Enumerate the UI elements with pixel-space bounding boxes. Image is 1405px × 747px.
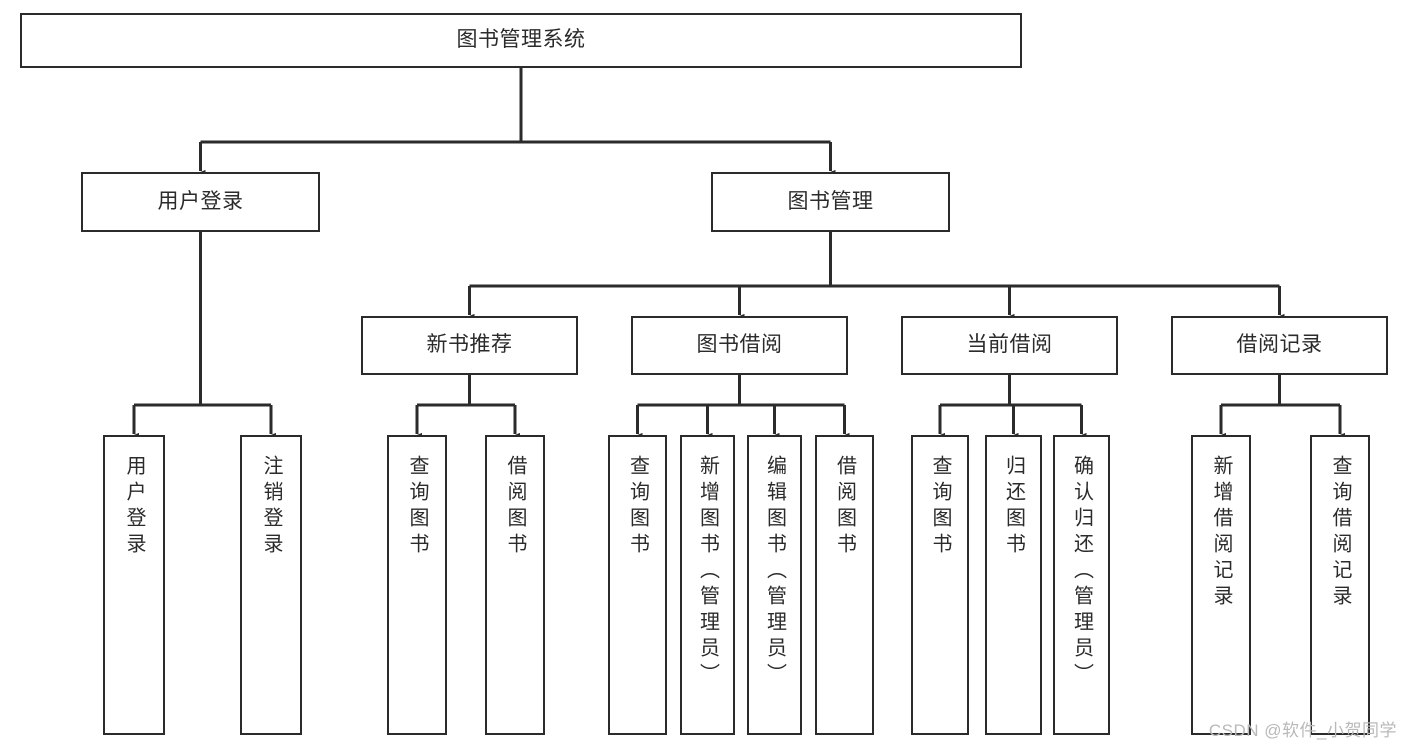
- node-leaf-confirm-return-admin[interactable]: 确认归还（管理员）: [1053, 435, 1110, 735]
- node-user-login-module-label: 用户登录: [157, 189, 244, 213]
- node-leaf-add-book-admin[interactable]: 新增图书（管理员）: [680, 435, 735, 735]
- node-borrow-record-label: 借阅记录: [1236, 333, 1323, 357]
- node-user-login-module[interactable]: 用户登录: [81, 172, 320, 232]
- node-leaf-edit-book-admin[interactable]: 编辑图书（管理员）: [747, 435, 802, 735]
- node-book-borrow[interactable]: 图书借阅: [631, 316, 848, 375]
- node-leaf-user-logout[interactable]: 注销登录: [240, 435, 302, 735]
- node-leaf-return-book[interactable]: 归还图书: [985, 435, 1042, 735]
- node-leaf-new-borrow-book-label: 借阅图书: [504, 455, 526, 559]
- node-leaf-lend-book[interactable]: 借阅图书: [815, 435, 874, 735]
- node-book-borrow-label: 图书借阅: [696, 333, 783, 357]
- node-leaf-current-query-book-label: 查询图书: [929, 455, 951, 559]
- node-leaf-user-login-label: 用户登录: [123, 455, 145, 559]
- node-leaf-confirm-return-admin-label: 确认归还（管理员）: [1070, 455, 1093, 689]
- node-book-management-module[interactable]: 图书管理: [711, 172, 950, 232]
- node-leaf-user-logout-label: 注销登录: [260, 455, 282, 559]
- node-leaf-borrow-query-book[interactable]: 查询图书: [608, 435, 667, 735]
- node-borrow-record[interactable]: 借阅记录: [1171, 316, 1388, 375]
- node-leaf-new-borrow-book[interactable]: 借阅图书: [485, 435, 545, 735]
- node-leaf-query-borrow-record[interactable]: 查询借阅记录: [1310, 435, 1370, 735]
- node-leaf-return-book-label: 归还图书: [1002, 455, 1025, 559]
- node-leaf-new-query-book[interactable]: 查询图书: [387, 435, 447, 735]
- node-leaf-user-login[interactable]: 用户登录: [103, 435, 165, 735]
- node-root-label: 图书管理系统: [456, 28, 586, 52]
- node-leaf-borrow-query-book-label: 查询图书: [626, 455, 649, 559]
- node-current-borrow[interactable]: 当前借阅: [901, 316, 1118, 375]
- node-new-book-recommend-label: 新书推荐: [426, 333, 513, 357]
- node-leaf-lend-book-label: 借阅图书: [833, 455, 856, 559]
- node-current-borrow-label: 当前借阅: [966, 333, 1053, 357]
- node-leaf-add-book-admin-label: 新增图书（管理员）: [696, 455, 719, 689]
- node-book-management-module-label: 图书管理: [787, 189, 874, 213]
- node-leaf-query-borrow-record-label: 查询借阅记录: [1329, 455, 1351, 611]
- node-leaf-add-borrow-record-label: 新增借阅记录: [1210, 455, 1232, 611]
- node-new-book-recommend[interactable]: 新书推荐: [361, 316, 578, 375]
- node-leaf-edit-book-admin-label: 编辑图书（管理员）: [763, 455, 786, 689]
- node-root[interactable]: 图书管理系统: [20, 13, 1022, 68]
- watermark: CSDN @软件_小贺同学: [1208, 721, 1397, 740]
- node-leaf-add-borrow-record[interactable]: 新增借阅记录: [1191, 435, 1251, 735]
- node-leaf-current-query-book[interactable]: 查询图书: [911, 435, 969, 735]
- node-leaf-new-query-book-label: 查询图书: [406, 455, 428, 559]
